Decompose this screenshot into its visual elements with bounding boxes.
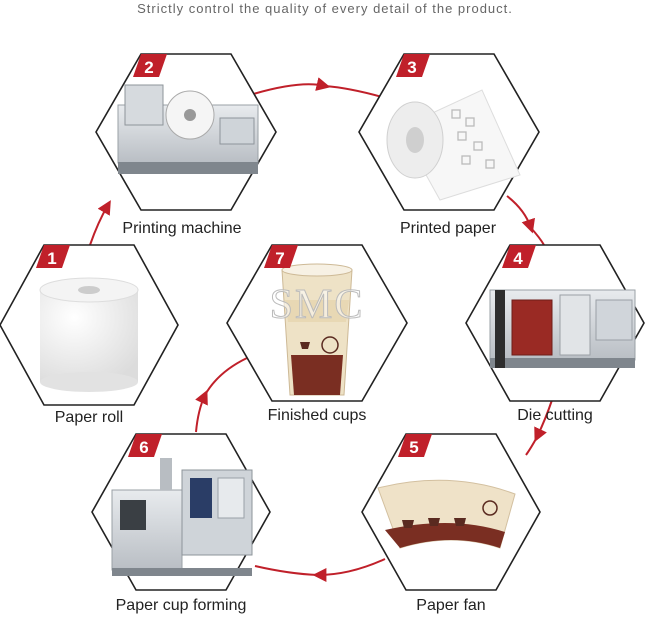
step-5-label: Paper fan bbox=[416, 597, 485, 614]
step-5-paper-fan: 5 Paper fan bbox=[361, 433, 541, 614]
arrow-3-to-4 bbox=[506, 195, 535, 234]
paper-roll-image bbox=[39, 277, 139, 392]
die-cutting-machine-image bbox=[489, 289, 636, 368]
step-4-die-cutting: 4 Die cutting bbox=[465, 244, 645, 424]
header-caption: Strictly control the quality of every de… bbox=[137, 1, 513, 16]
step-1-badge bbox=[36, 245, 70, 268]
arrow-4-to-5-tail bbox=[525, 436, 538, 456]
step-3-label: Printed paper bbox=[400, 220, 497, 237]
arrow-2-to-3 bbox=[249, 77, 331, 96]
step-5-badge bbox=[398, 434, 432, 457]
step-7-number: 7 bbox=[275, 249, 284, 268]
step-2-printing-machine: 2 Printing machine bbox=[95, 53, 277, 237]
step-7-label: Finished cups bbox=[268, 407, 367, 424]
step-2-badge bbox=[133, 54, 167, 77]
arrow-5-to-6 bbox=[312, 558, 386, 582]
arrow-3-to-4-tail bbox=[530, 227, 545, 246]
step-5-number: 5 bbox=[409, 438, 418, 457]
step-1-label: Paper roll bbox=[55, 409, 123, 426]
step-6-label: Paper cup forming bbox=[116, 597, 247, 614]
step-3-printed-paper: 3 Printed paper bbox=[358, 53, 540, 237]
paper-cup-image bbox=[281, 263, 353, 396]
step-6-number: 6 bbox=[139, 438, 148, 457]
printed-paper-roll-image bbox=[386, 89, 521, 201]
step-2-label: Printing machine bbox=[122, 220, 241, 237]
watermark-text: SMC bbox=[270, 282, 365, 328]
step-1-number: 1 bbox=[47, 249, 56, 268]
step-3-badge bbox=[396, 54, 430, 77]
printing-machine-image bbox=[117, 84, 259, 174]
step-4-label: Die cutting bbox=[517, 407, 593, 424]
step-7-finished-cups: SMC 7 Finished cups bbox=[226, 244, 408, 424]
paper-fan-image bbox=[377, 479, 516, 549]
step-4-number: 4 bbox=[513, 249, 523, 268]
arrow-5-to-6-tail bbox=[254, 565, 319, 576]
arrow-2-to-3-tail bbox=[324, 85, 383, 98]
step-1-paper-roll: 1 Paper roll bbox=[0, 244, 179, 426]
step-6-paper-cup-forming: 6 Paper cup forming bbox=[91, 433, 271, 614]
arrow-1-to-2 bbox=[89, 200, 111, 246]
step-6-badge bbox=[128, 434, 162, 457]
arrow-4-to-5 bbox=[534, 399, 553, 443]
flow-arrows bbox=[89, 77, 553, 582]
step-2-number: 2 bbox=[144, 58, 153, 77]
arrow-6-to-7 bbox=[195, 389, 208, 433]
step-7-badge bbox=[264, 245, 298, 268]
arrow-6-to-7-tail bbox=[204, 357, 248, 396]
step-3-number: 3 bbox=[407, 58, 416, 77]
step-4-badge bbox=[502, 245, 536, 268]
cup-forming-machine-image bbox=[111, 458, 253, 576]
